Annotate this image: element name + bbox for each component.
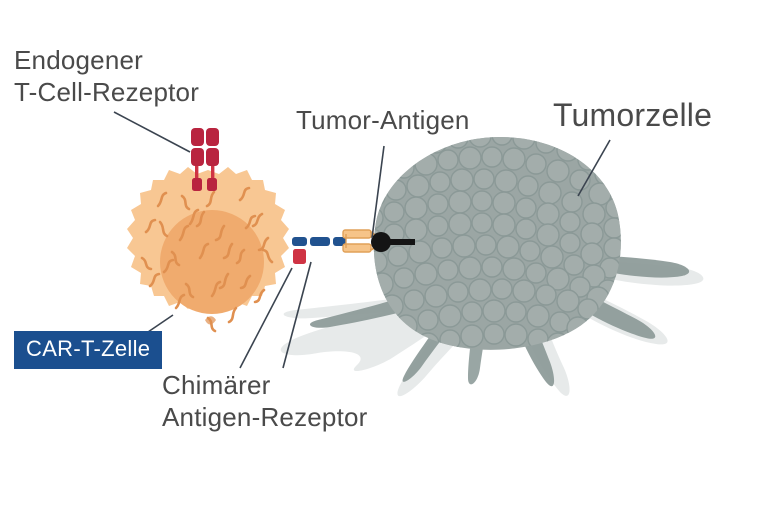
leader-chimaerer-b	[282, 261, 312, 369]
label-tumor-antigen: Tumor-Antigen	[296, 105, 470, 135]
leader-cartzelle	[147, 314, 174, 333]
label-tumor-cell: Tumorzelle	[553, 97, 713, 133]
leader-lines	[113, 111, 611, 369]
leader-endogener	[113, 111, 191, 153]
car-t-cell-body	[127, 167, 289, 333]
endogenous-tcr	[191, 128, 219, 191]
label-chimeric-antigen-receptor: Chimärer Antigen-Rezeptor	[162, 370, 368, 432]
tumor-antigen	[371, 232, 415, 252]
leader-chimaerer-a	[239, 267, 293, 369]
leader-tumorantigen	[371, 145, 385, 239]
leader-tumorzelle	[577, 139, 611, 197]
chimeric-antigen-receptor	[292, 229, 377, 264]
label-car-t-cell-badge: CAR-T-Zelle	[14, 331, 163, 369]
label-endogenous-tcr: Endogener T-Cell-Rezeptor	[14, 45, 200, 107]
